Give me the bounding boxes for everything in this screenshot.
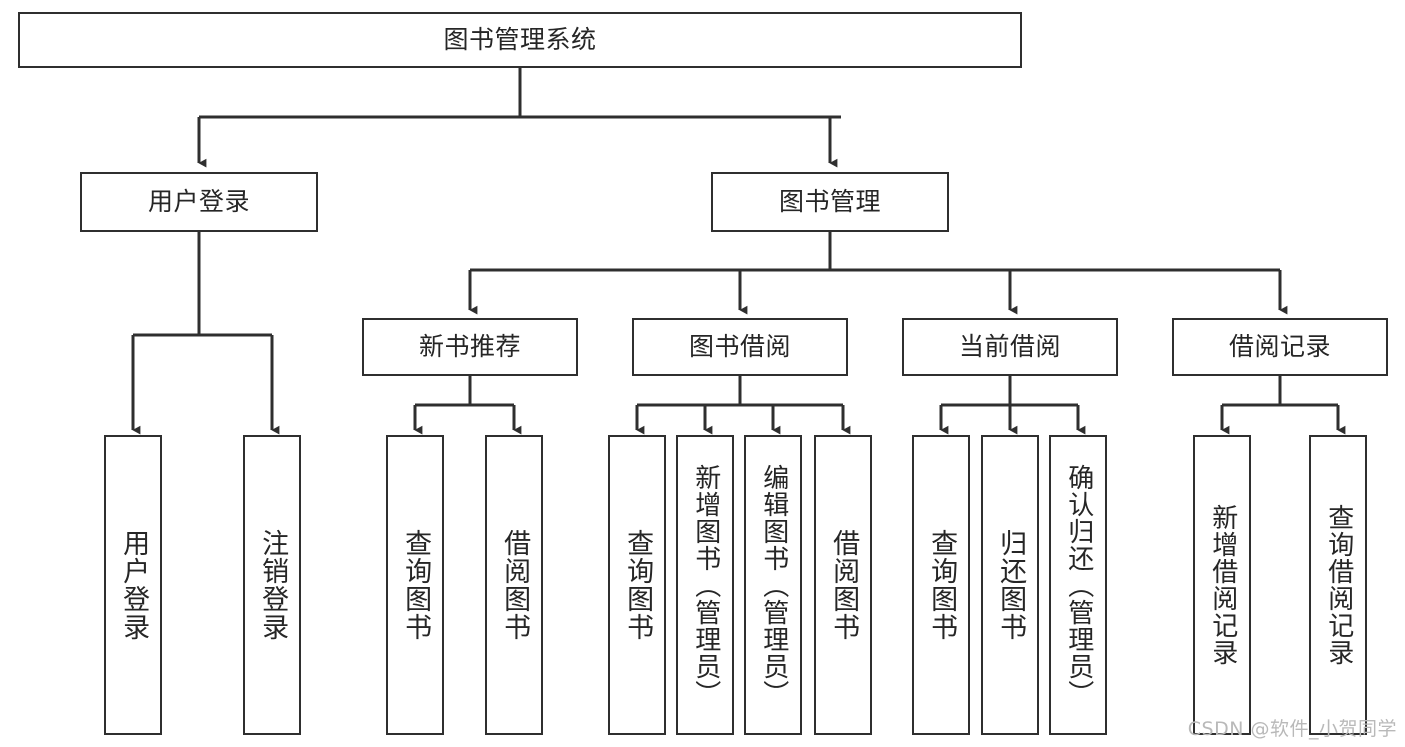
edges-level0 xyxy=(197,68,841,168)
node-user-login[interactable]: 用户登录 xyxy=(80,172,318,232)
node-new-book-recommend[interactable]: 新书推荐 xyxy=(362,318,578,376)
node-root[interactable]: 图书管理系统 xyxy=(18,12,1022,68)
leaf-edit-book-admin-label: 编辑图书（管理员） xyxy=(758,463,789,707)
leaf-add-borrow-record[interactable]: 新增借阅记录 xyxy=(1193,435,1251,735)
leaf-user-login[interactable]: 用户登录 xyxy=(104,435,162,735)
node-book-borrow[interactable]: 图书借阅 xyxy=(632,318,848,376)
leaf-new-book-borrow[interactable]: 借阅图书 xyxy=(485,435,543,735)
leaf-return-book[interactable]: 归还图书 xyxy=(981,435,1039,735)
edges-book-management xyxy=(468,232,1288,315)
node-user-login-label: 用户登录 xyxy=(147,186,250,216)
leaf-confirm-return-admin[interactable]: 确认归还（管理员） xyxy=(1049,435,1107,735)
node-current-borrow-label: 当前借阅 xyxy=(958,331,1061,361)
leaf-add-borrow-record-label: 新增借阅记录 xyxy=(1207,504,1238,666)
leaf-confirm-return-admin-label: 确认归还（管理员） xyxy=(1063,463,1094,707)
edges-book-borrow xyxy=(635,376,851,435)
node-book-management[interactable]: 图书管理 xyxy=(711,172,949,232)
leaf-logout-label: 注销登录 xyxy=(257,529,289,641)
node-root-label: 图书管理系统 xyxy=(443,24,597,54)
leaf-add-book-admin[interactable]: 新增图书（管理员） xyxy=(676,435,734,735)
leaf-return-book-label: 归还图书 xyxy=(995,529,1027,641)
leaf-current-search-book-label: 查询图书 xyxy=(926,529,958,641)
leaf-borrow-search-book-label: 查询图书 xyxy=(622,529,654,641)
leaf-borrow-search-book[interactable]: 查询图书 xyxy=(608,435,666,735)
leaf-borrow-book[interactable]: 借阅图书 xyxy=(814,435,872,735)
edges-new-book xyxy=(413,376,522,435)
leaf-search-borrow-record-label: 查询借阅记录 xyxy=(1323,504,1354,666)
node-borrow-record[interactable]: 借阅记录 xyxy=(1172,318,1388,376)
leaf-logout[interactable]: 注销登录 xyxy=(243,435,301,735)
leaf-new-book-search-label: 查询图书 xyxy=(400,529,432,641)
node-new-book-recommend-label: 新书推荐 xyxy=(418,331,521,361)
edges-user-login xyxy=(131,232,280,435)
leaf-new-book-borrow-label: 借阅图书 xyxy=(499,529,531,641)
leaf-user-login-label: 用户登录 xyxy=(118,529,150,641)
leaf-new-book-search[interactable]: 查询图书 xyxy=(386,435,444,735)
node-book-borrow-label: 图书借阅 xyxy=(688,331,791,361)
leaf-borrow-book-label: 借阅图书 xyxy=(828,529,860,641)
leaf-edit-book-admin[interactable]: 编辑图书（管理员） xyxy=(744,435,802,735)
node-borrow-record-label: 借阅记录 xyxy=(1228,331,1331,361)
leaf-current-search-book[interactable]: 查询图书 xyxy=(912,435,970,735)
leaf-search-borrow-record[interactable]: 查询借阅记录 xyxy=(1309,435,1367,735)
leaf-add-book-admin-label: 新增图书（管理员） xyxy=(690,463,721,707)
node-current-borrow[interactable]: 当前借阅 xyxy=(902,318,1118,376)
watermark: CSDN @软件_小贺同学 xyxy=(1187,718,1397,740)
edges-current-borrow xyxy=(939,376,1086,435)
edges-borrow-record xyxy=(1220,376,1346,435)
node-book-management-label: 图书管理 xyxy=(778,186,881,216)
